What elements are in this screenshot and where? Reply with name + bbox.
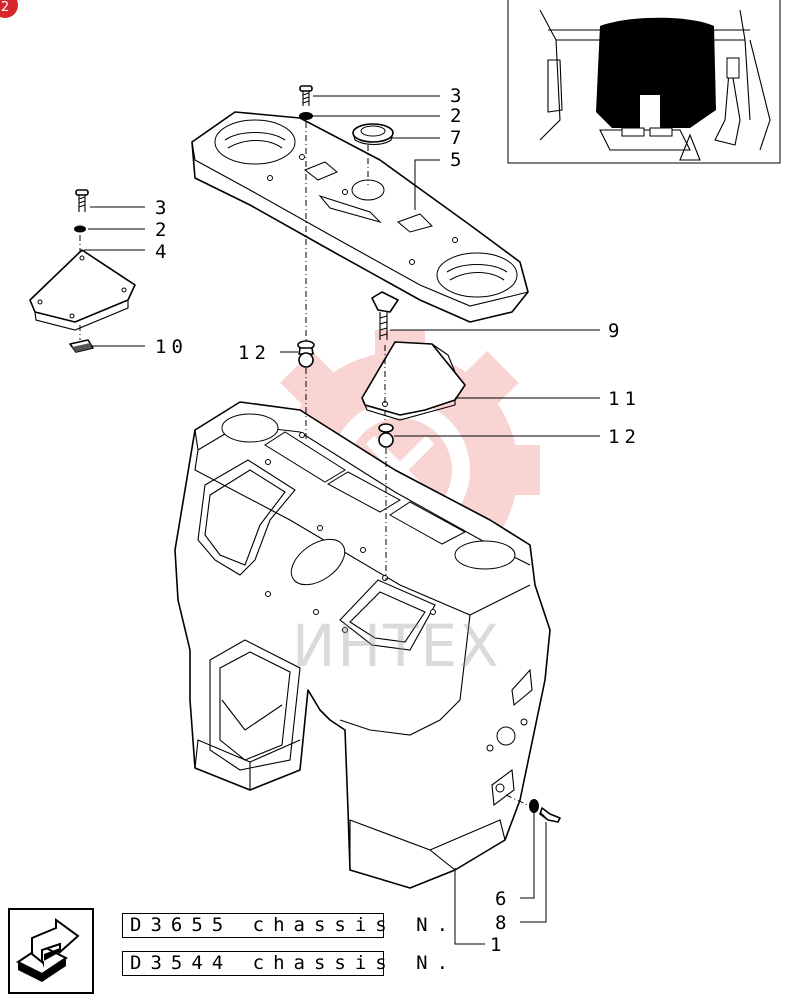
callout-12-right: 12 [608,426,641,448]
chassis-row-1: D3655 chassis N. [130,914,458,936]
callout-6: 6 [495,888,511,910]
callout-12-left: 12 [238,342,271,364]
part-12-ball-stud-left [297,340,315,368]
part-11-lid [361,341,466,421]
leader-lines [84,95,600,945]
chassis-row-2-box [122,951,384,976]
return-button[interactable] [8,908,94,994]
part-3-screw-left [75,189,89,212]
part-3-screw-top [299,85,313,106]
part-7-grommet [352,123,394,146]
part-9-knob-bolt [371,291,399,340]
callout-5: 5 [450,149,466,171]
part-2-washer-left [74,225,86,233]
callout-2: 2 [450,105,466,127]
callout-7: 7 [450,127,466,149]
callout-11: 11 [608,388,641,410]
part-10-pad [69,339,94,353]
part-2-washer-top [299,112,313,120]
part-5-top-plate [191,111,529,323]
return-arrow-icon [16,918,80,982]
chassis-row-2: D3544 chassis N. [130,952,458,974]
axis-line-side [505,794,531,807]
callout-2-left: 2 [155,219,171,241]
callout-9: 9 [608,320,624,342]
callout-3-left: 3 [155,197,171,219]
callout-10: 10 [155,336,188,358]
part-12-ball-stud-right [378,423,394,448]
location-inset [507,0,781,164]
part-1-console-body [174,401,551,889]
part-4-cover [29,249,136,331]
part-6-washer [529,799,539,813]
callout-4: 4 [155,241,171,263]
part-8-bolt [539,807,561,823]
chassis-row-1-box [122,913,384,938]
callout-8: 8 [495,912,511,934]
page-badge: 2 [0,0,18,18]
callout-3: 3 [450,85,466,107]
callout-1: 1 [490,934,506,956]
watermark-text: ИНТЕХ [292,612,501,680]
